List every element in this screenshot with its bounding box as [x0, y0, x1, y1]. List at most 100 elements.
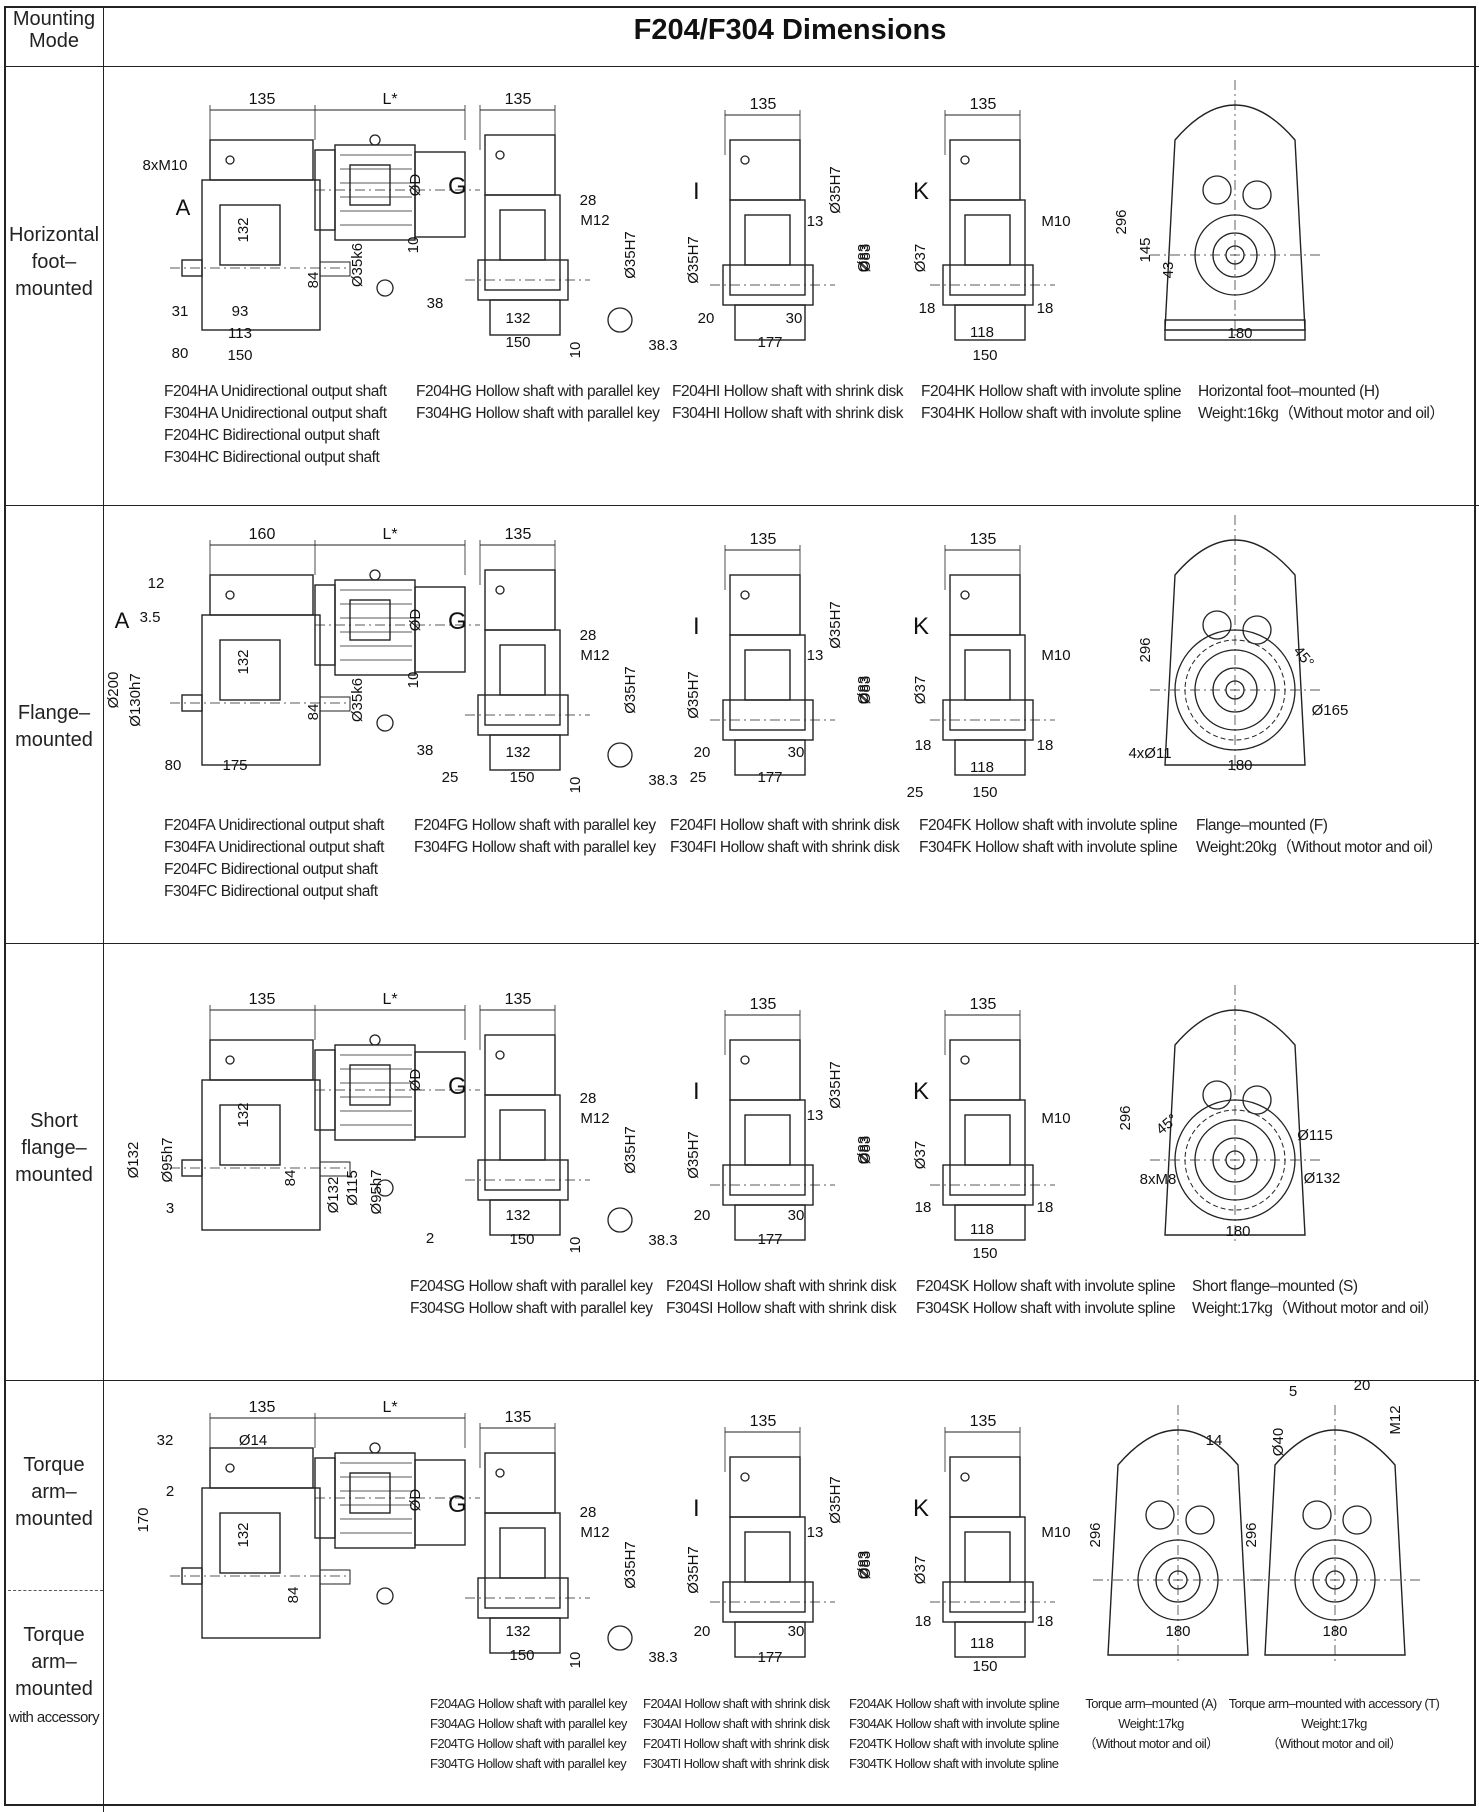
mode-line: Torque: [23, 1454, 85, 1476]
mode-line: Short: [30, 1110, 78, 1132]
drawing-circle: [1312, 1557, 1358, 1603]
drawing-outline: [334, 579, 416, 676]
drawing-outline: [489, 734, 561, 771]
drawing-outline: [1164, 104, 1306, 331]
caption-block-k: F204AK Hollow shaft with involute spline…: [849, 1694, 1060, 1774]
caption-line: （Without motor and oil）: [1266, 1736, 1402, 1751]
drawing-circle: [960, 155, 970, 165]
mode-line: mounted: [15, 1508, 93, 1530]
dimension-label: L*: [382, 1399, 397, 1416]
dimension-label: L*: [382, 526, 397, 543]
drawing-circle: [225, 590, 235, 600]
drawing-circle: [1174, 1099, 1296, 1221]
drawing-outline: [949, 1516, 1026, 1613]
caption-line: F204HC Bidirectional output shaft: [164, 427, 380, 444]
dimension-label: 28: [580, 1090, 597, 1107]
drawing-outline: [219, 204, 281, 266]
drawing-circle: [225, 1055, 235, 1065]
dimension-label: 150: [972, 1658, 997, 1675]
drawing-circle: [1194, 1119, 1276, 1201]
dimension-label: G: [448, 608, 467, 635]
dimension-label: 177: [757, 1231, 782, 1248]
dimension-label: 14: [1206, 1432, 1223, 1449]
drawing-circle: [369, 569, 381, 581]
dimension-label: 150: [509, 769, 534, 786]
drawing-outline: [734, 1204, 806, 1241]
dimension-label: Ø35H7: [827, 1061, 844, 1109]
drawing-outline: [319, 696, 351, 712]
drawing-circle: [376, 714, 394, 732]
dimension-label: ØD: [407, 1489, 424, 1512]
dimension-label: 43: [1160, 262, 1177, 279]
drawing-outline: [949, 139, 1021, 201]
caption-line: F304SK Hollow shaft with involute spline: [916, 1300, 1176, 1317]
dimension-label: Ø35H7: [685, 1131, 702, 1179]
drawing-circle: [1342, 1505, 1372, 1535]
caption-line: Weight:16kg（Without motor and oil）: [1198, 405, 1445, 422]
dimension-label: ØD: [407, 1069, 424, 1092]
drawing-circle: [607, 307, 633, 333]
dimension-label: 135: [970, 1413, 997, 1430]
dimension-label: 45°: [1290, 643, 1318, 671]
header-mode-line1: Mounting: [12, 8, 96, 30]
caption-block-k: F204FK Hollow shaft with involute spline…: [919, 815, 1178, 859]
dimension-label: I: [693, 1078, 700, 1105]
drawing-circle: [1325, 1570, 1345, 1590]
dimension-label: 25: [907, 784, 924, 801]
caption-block-side: Horizontal foot–mounted (H) Weight:16kg（…: [1198, 381, 1445, 425]
dimension-label: Ø35H7: [622, 1126, 639, 1174]
drawing-circle: [960, 1472, 970, 1482]
mode-line: foot–: [31, 251, 77, 273]
drawing-circle: [1225, 245, 1245, 265]
dimension-label: 38: [427, 295, 444, 312]
drawing-outline: [1107, 1429, 1249, 1656]
drawing-outline: [484, 194, 561, 291]
dimension-label: 132: [505, 744, 530, 761]
dimension-label: 18: [1037, 1613, 1054, 1630]
caption-line: F304HK Hollow shaft with involute spline: [921, 405, 1182, 422]
drawing-outline: [181, 1567, 203, 1585]
dimension-label: 118: [970, 1221, 994, 1238]
dimension-label: 135: [249, 1399, 276, 1416]
dimension-label: M12: [580, 1524, 609, 1541]
drawing-outline: [499, 209, 546, 261]
drawing-outline: [1164, 1009, 1306, 1236]
row-divider: [4, 943, 1479, 944]
drawing-outline: [181, 1159, 203, 1177]
caption-line: F204SI Hollow shaft with shrink disk: [666, 1278, 897, 1295]
caption-line: F204TG Hollow shaft with parallel key: [430, 1736, 627, 1751]
dimension-label: Ø95h7: [159, 1137, 176, 1182]
dimension-label: Ø132: [325, 1177, 342, 1214]
drawing-outline: [334, 144, 416, 241]
caption-line: F204AK Hollow shaft with involute spline: [849, 1696, 1060, 1711]
drawing-outline: [499, 1527, 546, 1579]
dimension-label: 20: [1354, 1377, 1371, 1394]
dimension-label: Ø35H7: [827, 601, 844, 649]
dimension-label: 38.3: [648, 772, 677, 789]
dimension-label: 30: [786, 310, 803, 327]
drawing-outline: [744, 649, 791, 701]
caption-block-a: F204FA Unidirectional output shaft F304F…: [164, 815, 384, 903]
dimension-label: 3: [166, 1200, 174, 1217]
dimension-label: Ø35H7: [622, 231, 639, 279]
caption-line: F304SG Hollow shaft with parallel key: [410, 1300, 653, 1317]
caption-block-i: F204AI Hollow shaft with shrink disk F30…: [643, 1694, 830, 1774]
dimension-label: K: [913, 178, 929, 205]
dimension-label: K: [913, 1495, 929, 1522]
dimension-label: 132: [505, 310, 530, 327]
dimension-label: 30: [788, 1207, 805, 1224]
drawing-outline: [734, 739, 806, 776]
drawing-outline: [949, 1456, 1021, 1518]
dimension-label: 20: [698, 310, 715, 327]
drawing-outline: [964, 649, 1011, 701]
drawing-outline: [499, 644, 546, 696]
drawing-outline: [484, 1512, 561, 1609]
caption-line: F204FC Bidirectional output shaft: [164, 861, 378, 878]
caption-line: Flange–mounted (F): [1196, 817, 1328, 834]
dimension-label: 93: [232, 303, 249, 320]
drawing-outline: [954, 739, 1026, 776]
dimension-label: 20: [694, 744, 711, 761]
drawing-outline: [949, 1039, 1021, 1101]
dimension-label: 25: [690, 769, 707, 786]
dimension-label: Ø35H7: [685, 236, 702, 284]
